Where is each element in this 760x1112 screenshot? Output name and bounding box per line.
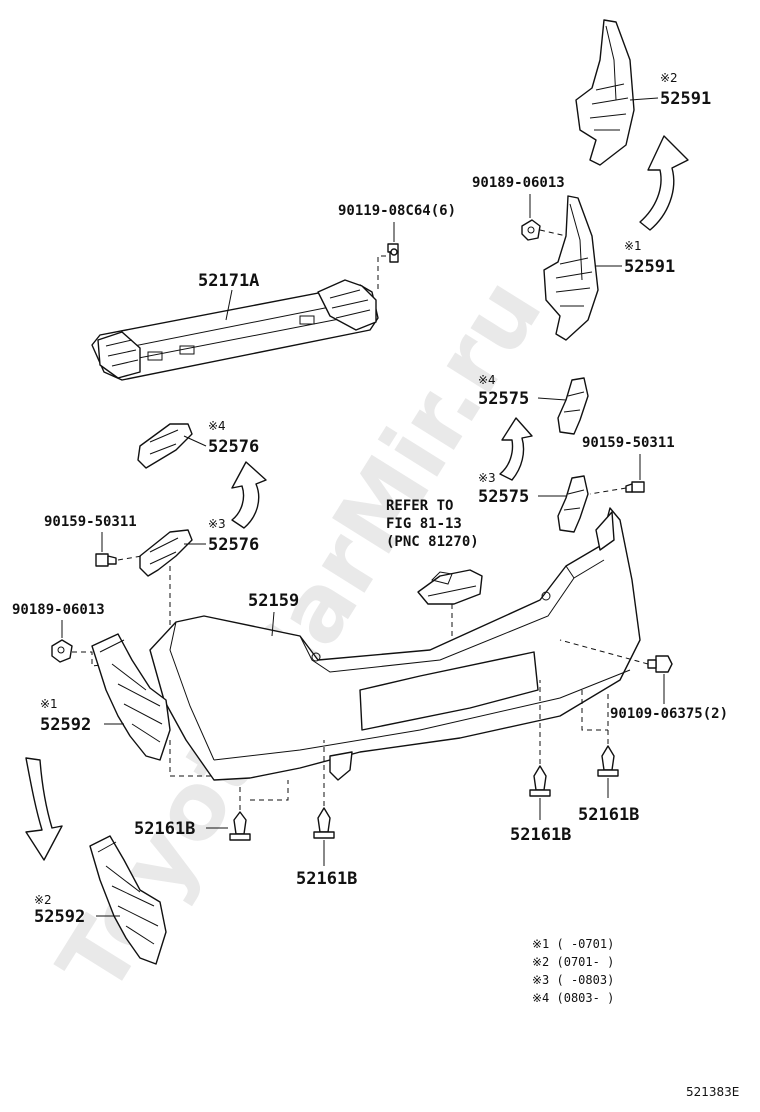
- retainer-r-note1: ※4: [478, 373, 496, 387]
- rivet-icon: [597, 745, 619, 777]
- bracket-left-upper: [91, 633, 171, 761]
- refer-line-2: FIG 81-13: [386, 516, 462, 532]
- retainer-l-label1: 52576: [208, 437, 259, 457]
- rivet-icon: [229, 811, 251, 841]
- arrow-up-icon: [231, 461, 267, 529]
- bracket-left-lower: [89, 835, 167, 965]
- bumper-reinforcement: [91, 279, 379, 381]
- legend-line-4: ※4 (0803- ): [532, 991, 614, 1005]
- screw-right-label: 90159-50311: [582, 435, 675, 451]
- retainer-r-note2: ※3: [478, 471, 496, 485]
- retainer-l-note1: ※4: [208, 419, 226, 433]
- bolt-right-label: 90109-06375(2): [610, 706, 728, 722]
- retainer-l-label2: 52576: [208, 535, 259, 555]
- bracket-r-top-note: ※2: [660, 71, 678, 85]
- bracket-r-bottom-note: ※1: [624, 239, 642, 253]
- rivet-icon: [529, 765, 551, 797]
- retainer-right-upper: [557, 377, 589, 435]
- arrow-down-icon: [25, 757, 63, 861]
- arrow-up-icon: [639, 135, 689, 231]
- retainer-r-label1: 52575: [478, 389, 529, 409]
- screw-icon: [95, 553, 117, 567]
- screw-left-label: 90159-50311: [44, 514, 137, 530]
- bracket-right-lower: [543, 195, 599, 341]
- legend-line-1: ※1 ( -0701): [532, 937, 614, 951]
- screw-icon: [625, 481, 645, 493]
- retainer-left-upper: [137, 423, 193, 469]
- clip-left-label: 90189-06013: [12, 602, 105, 618]
- arrow-up-icon: [499, 417, 533, 481]
- bumper-cover: [149, 507, 641, 781]
- retainer-r-label2: 52575: [478, 487, 529, 507]
- clip-top-label: 90189-06013: [472, 175, 565, 191]
- rivet-label-1: 52161B: [134, 819, 195, 839]
- bracket-r-bottom-label: 52591: [624, 257, 675, 277]
- clip-icon: [521, 219, 541, 241]
- rivet-icon: [313, 807, 335, 839]
- rivet-label-3: 52161B: [510, 825, 571, 845]
- clip-icon: [51, 639, 73, 663]
- bracket-right-upper: [575, 19, 635, 166]
- rivet-label-2: 52161B: [296, 869, 357, 889]
- legend-line-3: ※3 ( -0803): [532, 973, 614, 987]
- license-lamp: [417, 569, 483, 605]
- bolt-icon: [387, 243, 399, 263]
- reinforcement-label: 52171A: [198, 271, 259, 291]
- bracket-l-label2: 52592: [34, 907, 85, 927]
- bolt-top-label: 90119-08C64(6): [338, 203, 456, 219]
- bolt-icon: [647, 655, 673, 673]
- retainer-l-note2: ※3: [208, 517, 226, 531]
- legend-line-2: ※2 (0701- ): [532, 955, 614, 969]
- bracket-l-note1: ※1: [40, 697, 58, 711]
- refer-line-3: (PNC 81270): [386, 534, 479, 550]
- retainer-right-lower: [557, 475, 589, 533]
- retainer-left-lower: [139, 529, 193, 577]
- bracket-l-label1: 52592: [40, 715, 91, 735]
- rivet-label-4: 52161B: [578, 805, 639, 825]
- refer-line-1: REFER TO: [386, 498, 453, 514]
- bracket-r-top-label: 52591: [660, 89, 711, 109]
- cover-label: 52159: [248, 591, 299, 611]
- bracket-l-note2: ※2: [34, 893, 52, 907]
- diagram-code: 521383E: [686, 1085, 739, 1099]
